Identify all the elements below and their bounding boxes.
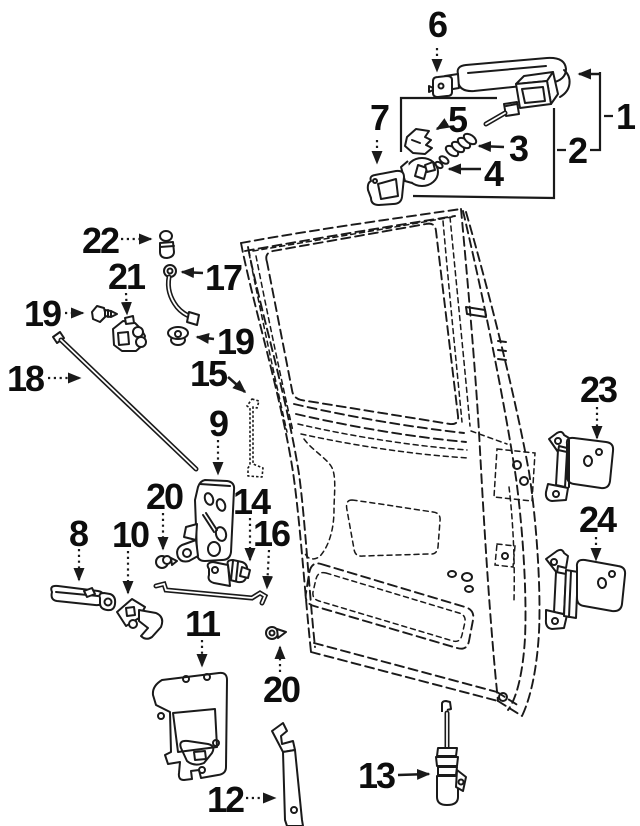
- part-number-20-bottom: 20: [263, 669, 300, 710]
- part-number-18: 18: [7, 358, 44, 399]
- part-number-4: 4: [484, 153, 504, 194]
- latch-shield-part-11: [151, 671, 228, 781]
- handle-bracket-part-10: [116, 598, 164, 640]
- part-number-5: 5: [448, 99, 468, 140]
- lock-rod-part-18: [52, 331, 199, 472]
- leader-3: [477, 140, 505, 152]
- latch-striker-part-21: [112, 315, 147, 352]
- cylinder-housing-part-4: [400, 157, 439, 187]
- part-number-23: 23: [580, 369, 617, 410]
- part-number-labels: 6 1 2 3 4 5 7 22 21 19 17 19 18 15 9 20 …: [7, 4, 638, 820]
- part-number-19-left: 19: [24, 293, 61, 334]
- lock-cylinder-part-3: [434, 132, 478, 170]
- part-number-20-mid: 20: [146, 476, 183, 517]
- part-number-1: 1: [616, 96, 636, 137]
- leader-13: [397, 768, 431, 780]
- lock-actuator-part-13: [435, 700, 467, 806]
- part-number-15: 15: [190, 353, 228, 394]
- push-pin-part-22: [159, 230, 175, 259]
- leader-5: [435, 118, 451, 131]
- leader-16: [262, 549, 274, 590]
- run-channel-bracket-part-12: [271, 722, 304, 826]
- leader-17: [180, 267, 204, 279]
- part-number-2: 2: [568, 130, 587, 171]
- part-number-10: 10: [112, 514, 149, 555]
- lower-hinge-part-24: [544, 548, 627, 630]
- grommet-part-19-right: [167, 326, 189, 346]
- leader-lines: [48, 48, 613, 804]
- link-rod-part-17: [163, 264, 200, 326]
- inside-handle-part-8: [50, 584, 117, 612]
- outside-handle-part-1: [438, 56, 571, 109]
- door-window-opening: [248, 216, 471, 433]
- part-number-12: 12: [207, 779, 244, 820]
- part-number-21: 21: [108, 256, 146, 297]
- part-number-24: 24: [579, 499, 617, 540]
- part-number-11: 11: [185, 603, 221, 644]
- leader-19-right: [195, 332, 215, 344]
- part-number-14: 14: [233, 481, 271, 522]
- part-number-16: 16: [253, 513, 290, 554]
- part-number-7: 7: [370, 97, 389, 138]
- lock-set-box: [399, 96, 556, 200]
- clip-part-6: [428, 75, 453, 98]
- part-number-22: 22: [82, 220, 119, 261]
- door-inner-panel-details: [303, 306, 536, 702]
- part-number-9: 9: [209, 403, 228, 444]
- part-number-8: 8: [69, 513, 88, 554]
- part-number-3: 3: [509, 128, 528, 169]
- lock-rod-part-2: [483, 101, 520, 127]
- connecting-rod-part-16: [153, 581, 269, 606]
- part-number-13: 13: [358, 755, 395, 796]
- leader-21: [120, 292, 132, 316]
- door-latch-part-9: [176, 479, 236, 563]
- door-panel-outline: [240, 208, 541, 717]
- upper-hinge-part-23: [544, 430, 615, 502]
- leader-15: [227, 376, 247, 393]
- latch-rod-part-15: [246, 398, 264, 478]
- bracket-1-2: [557, 72, 613, 152]
- screw-part-19-left: [91, 305, 118, 323]
- screw-part-20-bottom: [265, 626, 287, 640]
- screw-part-20-mid: [155, 555, 178, 569]
- handle-gasket-part-7: [366, 169, 405, 206]
- part-number-17: 17: [205, 257, 242, 298]
- door-belt-lines: [293, 403, 470, 459]
- part-number-19-right: 19: [217, 321, 254, 362]
- latch-lever-part-14: [206, 559, 251, 587]
- part-number-6: 6: [428, 4, 447, 45]
- retainer-clip-part-5: [404, 128, 433, 155]
